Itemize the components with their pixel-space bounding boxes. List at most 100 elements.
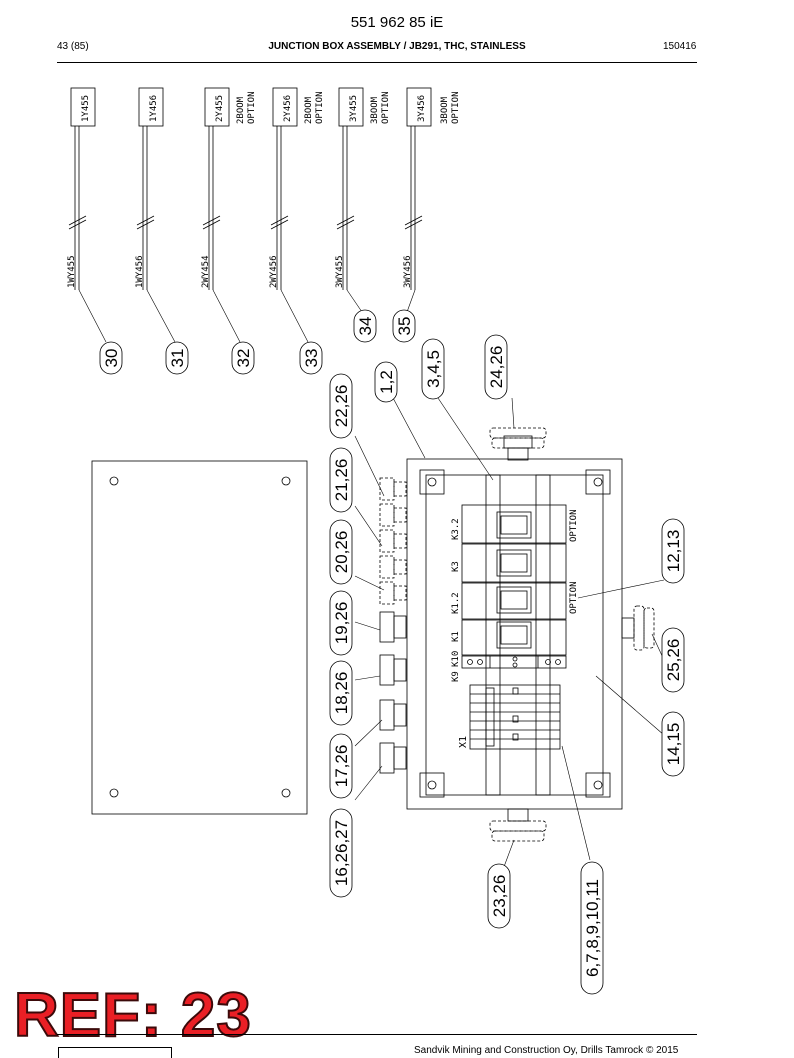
cable-tag-3y455: 3Y455 xyxy=(349,95,359,122)
svg-text:3,4,5: 3,4,5 xyxy=(424,350,443,388)
svg-text:30: 30 xyxy=(102,349,121,368)
cable-tag-1y455: 1Y455 xyxy=(81,95,91,122)
cable-note-3boom: 3BOOM xyxy=(370,96,380,124)
label-k1-2: K1.2 xyxy=(451,592,461,614)
callout-19-26: 19,26 xyxy=(329,590,353,656)
callout-30: 30 xyxy=(99,341,123,375)
relay-k3 xyxy=(461,543,567,583)
callout-31: 31 xyxy=(165,341,189,375)
svg-text:35: 35 xyxy=(395,317,414,336)
label-k9: K9 xyxy=(451,671,461,682)
junction-box xyxy=(406,458,623,810)
svg-text:21,26: 21,26 xyxy=(332,459,351,502)
callout-24-26: 24,26 xyxy=(484,334,508,400)
svg-text:32: 32 xyxy=(234,349,253,368)
cable-wire-2wy454: 2WY454 xyxy=(201,255,211,288)
gland-left-solid xyxy=(379,611,407,774)
callout-25-26: 25,26 xyxy=(661,627,685,693)
footer-rule xyxy=(57,1034,697,1035)
doc-date: 150416 xyxy=(663,41,697,52)
cable-note-option: OPTION xyxy=(247,91,257,124)
cable-tag-1y456: 1Y456 xyxy=(149,95,159,122)
leader-lines xyxy=(354,395,665,873)
cable-tag-3y456: 3Y456 xyxy=(417,95,427,122)
label-k3: K3 xyxy=(451,561,461,572)
cable-wire-3wy455: 3WY455 xyxy=(335,255,345,288)
label-x1: X1 xyxy=(458,736,469,748)
callout-18-26: 18,26 xyxy=(329,660,353,726)
relay-k1-2 xyxy=(461,582,567,620)
footer-copyright: Sandvik Mining and Construction Oy, Dril… xyxy=(414,1045,679,1056)
doc-number: 551 962 85 iE xyxy=(350,14,444,31)
svg-text:17,26: 17,26 xyxy=(332,745,351,788)
svg-text:16,26,27: 16,26,27 xyxy=(332,820,351,886)
callout-16-26-27: 16,26,27 xyxy=(329,808,353,898)
callout-17-26: 17,26 xyxy=(329,733,353,799)
cable-3y455 xyxy=(336,87,364,313)
svg-text:23,26: 23,26 xyxy=(490,875,509,918)
gland-right xyxy=(621,605,655,651)
cable-note-2boom: 2BOOM xyxy=(236,96,246,124)
label-k3-2: K3.2 xyxy=(451,518,461,540)
cable-note-option: OPTION xyxy=(451,91,461,124)
svg-text:6,7,8,9,10,11: 6,7,8,9,10,11 xyxy=(583,879,602,977)
svg-text:19,26: 19,26 xyxy=(332,602,351,645)
cable-1y456 xyxy=(136,87,176,343)
relay-k1 xyxy=(461,619,567,656)
svg-text:20,26: 20,26 xyxy=(332,531,351,574)
cable-1y455 xyxy=(68,87,107,343)
callout-22-26: 22,26 xyxy=(329,373,353,439)
gland-bottom xyxy=(489,808,547,842)
cable-2y455 xyxy=(202,87,241,343)
cable-tag-2y455: 2Y455 xyxy=(215,95,225,122)
svg-text:25,26: 25,26 xyxy=(664,639,683,682)
callout-21-26: 21,26 xyxy=(329,447,353,513)
cover-plate xyxy=(91,460,308,815)
callout-32: 32 xyxy=(231,341,255,375)
svg-text:22,26: 22,26 xyxy=(332,385,351,428)
header-rule xyxy=(57,62,697,63)
svg-text:14,15: 14,15 xyxy=(664,723,683,766)
gland-top xyxy=(489,427,547,461)
callout-35: 35 xyxy=(392,309,416,343)
page-number: 43 (85) xyxy=(57,41,89,52)
svg-text:1,2: 1,2 xyxy=(377,370,396,394)
cable-note-3boom: 3BOOM xyxy=(440,96,450,124)
callout-1-2: 1,2 xyxy=(374,361,398,403)
page-title: JUNCTION BOX ASSEMBLY / JB291, THC, STAI… xyxy=(268,41,526,52)
gland-left-top-dashed xyxy=(379,477,407,605)
terminal-block-x1 xyxy=(469,684,561,750)
relay-k9-k10 xyxy=(461,655,567,669)
label-k10: K10 xyxy=(451,651,461,667)
callout-33: 33 xyxy=(299,341,323,375)
svg-text:12,13: 12,13 xyxy=(664,530,683,573)
label-k1: K1 xyxy=(451,631,461,642)
callout-6-7-8-9-10-11: 6,7,8,9,10,11 xyxy=(580,861,604,995)
svg-text:31: 31 xyxy=(168,349,187,368)
callout-3-4-5: 3,4,5 xyxy=(421,338,445,400)
cable-note-option: OPTION xyxy=(315,91,325,124)
cable-note-2boom: 2BOOM xyxy=(304,96,314,124)
svg-text:33: 33 xyxy=(302,349,321,368)
cable-wire-1wy455: 1WY455 xyxy=(67,255,77,288)
cable-note-option: OPTION xyxy=(381,91,391,124)
cable-3y456 xyxy=(404,87,432,313)
relay-k3-2 xyxy=(461,504,567,544)
svg-text:24,26: 24,26 xyxy=(487,346,506,389)
svg-text:18,26: 18,26 xyxy=(332,672,351,715)
callout-14-15: 14,15 xyxy=(661,711,685,777)
callout-34: 34 xyxy=(353,309,377,343)
cable-wire-2wy456: 2WY456 xyxy=(269,255,279,288)
cable-tag-2y456: 2Y456 xyxy=(283,95,293,122)
label-option-top: OPTION xyxy=(569,509,579,542)
cable-wire-3wy456: 3WY456 xyxy=(403,255,413,288)
label-option-mid: OPTION xyxy=(569,581,579,614)
cable-wire-1wy456: 1WY456 xyxy=(135,255,145,288)
callout-20-26: 20,26 xyxy=(329,519,353,585)
callout-23-26: 23,26 xyxy=(487,863,511,929)
svg-text:34: 34 xyxy=(356,317,375,336)
ref-stamp: REF: 23 xyxy=(13,981,252,1050)
cable-2y456 xyxy=(270,87,309,343)
callout-12-13: 12,13 xyxy=(661,518,685,584)
